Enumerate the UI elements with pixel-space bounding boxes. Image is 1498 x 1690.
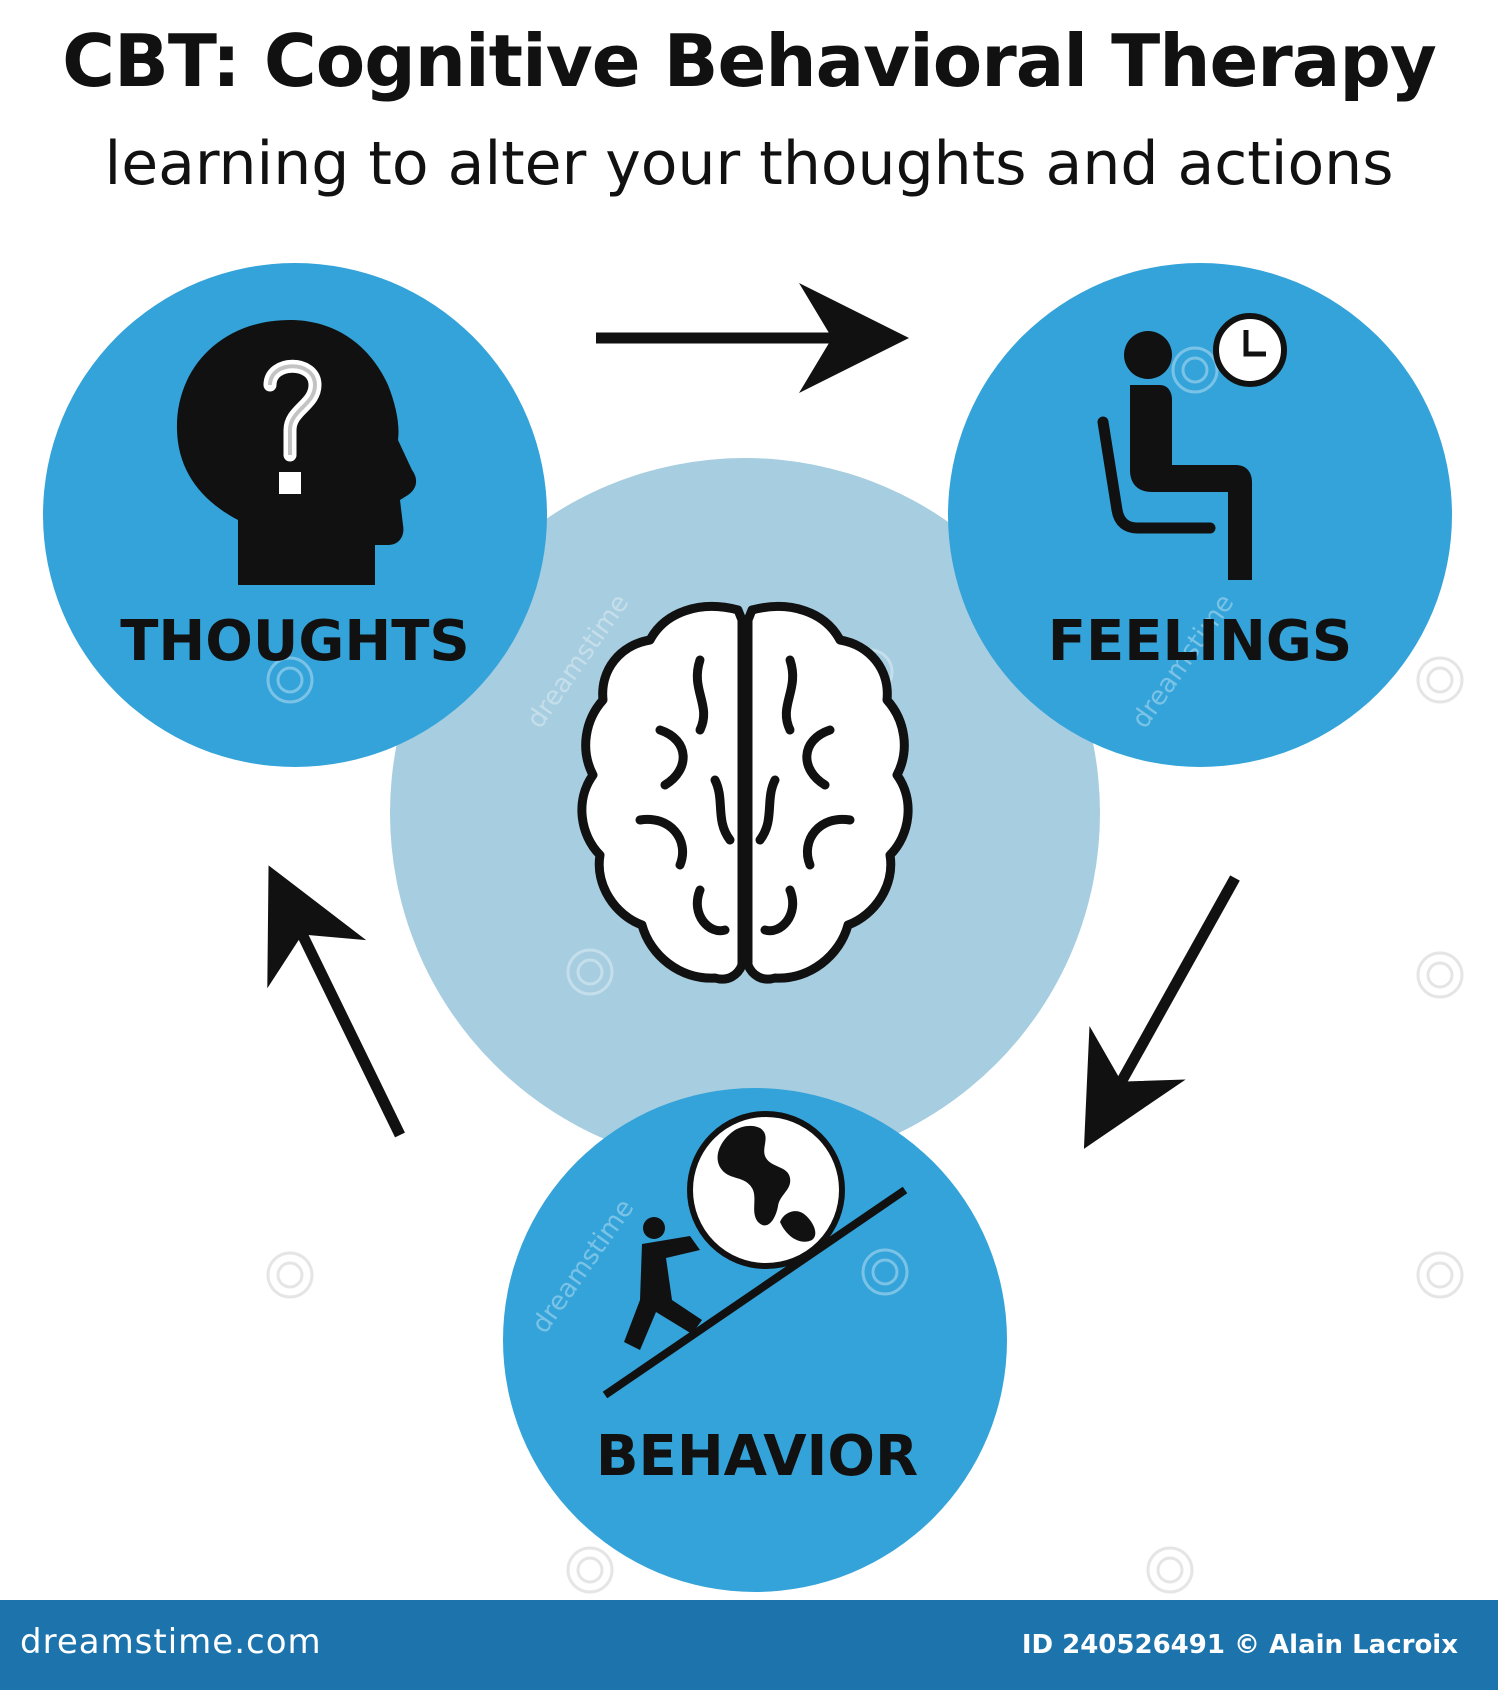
cbt-cycle-diagram: dreamstime dreamstime dreamstime	[43, 263, 1464, 1594]
arrow-behavior-to-thoughts	[267, 865, 405, 1138]
head-question-mark-icon	[176, 320, 417, 585]
person-pushing-globe-icon	[602, 1111, 908, 1399]
arrow-feelings-to-behavior	[1083, 875, 1240, 1149]
footer-brand: dreamstime.com	[20, 1622, 322, 1662]
thoughts-label: THOUGHTS	[120, 609, 470, 674]
brain-icon	[577, 602, 913, 984]
footer-bar: dreamstime.com ID 240526491 © Alain Lacr…	[0, 1600, 1498, 1690]
feelings-circle	[948, 263, 1452, 767]
page-title: CBT: Cognitive Behavioral Therapy	[62, 19, 1437, 103]
feelings-label: FEELINGS	[1048, 609, 1352, 674]
seated-person-clock-icon	[1097, 313, 1287, 580]
page-subtitle: learning to alter your thoughts and acti…	[104, 129, 1394, 199]
footer-credit: ID 240526491 © Alain Lacroix	[1021, 1630, 1458, 1660]
watermark-swirls-outer	[266, 656, 1464, 1594]
behavior-circle	[503, 1088, 1007, 1592]
behavior-label: BEHAVIOR	[596, 1424, 918, 1489]
